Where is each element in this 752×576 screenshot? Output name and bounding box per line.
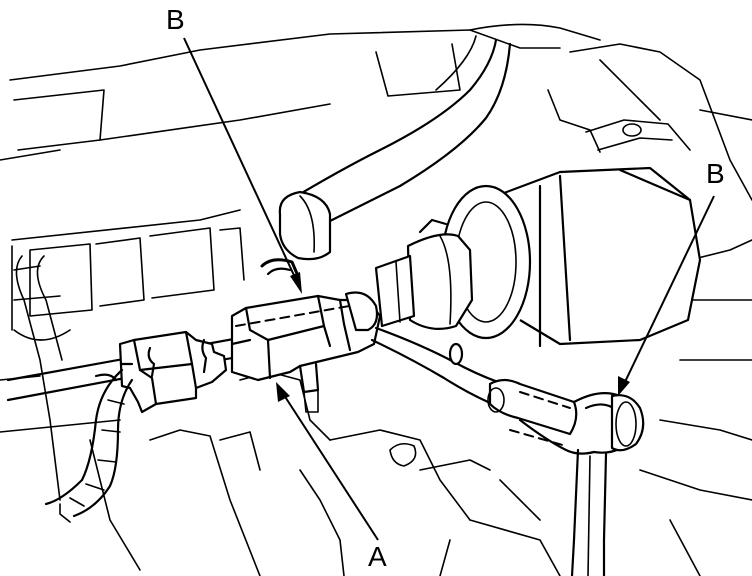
callout-a-bottom: A — [276, 382, 387, 572]
leader-line-b-right — [623, 195, 715, 385]
callout-b-right: B — [618, 158, 725, 396]
upper-tube-end — [278, 190, 332, 261]
callout-b-top: B — [166, 4, 302, 294]
upper-hose — [288, 35, 512, 238]
leader-line-b-top — [183, 37, 299, 285]
callout-label-b-top: B — [166, 4, 185, 35]
callout-label-b-right: B — [706, 158, 725, 189]
callout-label-a-bottom: A — [368, 541, 387, 572]
arrowhead-b-top — [290, 272, 302, 294]
retainer-clip-top — [260, 258, 300, 278]
connector-left — [118, 330, 228, 414]
engine-body-outline — [0, 23, 752, 576]
solenoid-valve — [374, 166, 702, 348]
wire-to-right-clip — [370, 326, 645, 455]
wires-down-right — [570, 448, 608, 576]
connector-a — [230, 291, 382, 413]
arrowhead-b-right — [618, 376, 630, 396]
leader-line-a-bottom — [281, 391, 379, 541]
wire-harness-left — [44, 368, 134, 523]
arrowhead-a-bottom — [276, 382, 290, 402]
